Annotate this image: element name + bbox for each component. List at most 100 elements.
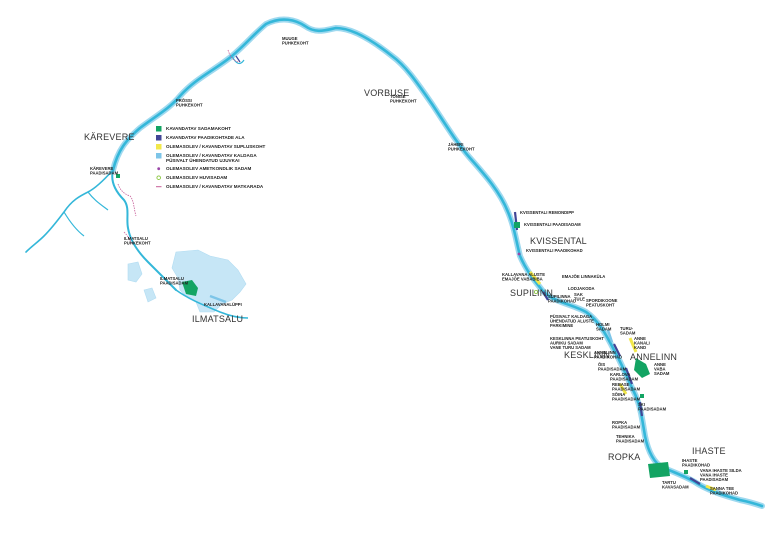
river-upstream-west — [25, 169, 114, 253]
place-label-line: SADAM — [596, 327, 612, 332]
place-label-line: VABA — [654, 367, 666, 372]
place-label-line: ANNE — [634, 336, 646, 341]
ilmatsalu-pond-small-2 — [143, 287, 157, 303]
place-label-kvissentali-rekinoorpp: KVISSENTALI REMONDIPP — [520, 210, 574, 215]
place-label-line: VANE TURU SADAM — [550, 345, 591, 350]
place-label-line: KVISSENTALI PAADISADAM — [524, 222, 581, 227]
place-label-line: MUUGE — [282, 36, 298, 41]
legend-swatch-paadikohtade-ala — [156, 135, 162, 141]
place-label-line: PUHKEKOHT — [448, 147, 475, 152]
place-label-line: PUHKEKOHT — [124, 241, 151, 246]
place-label-line: SADAM — [654, 371, 670, 376]
place-label-line: ÕIS — [598, 362, 605, 367]
legend-swatch-suplus — [156, 144, 162, 150]
dock-ropka — [640, 394, 644, 398]
place-label-kvissentali-paadisadam: KVISSENTALI PAADISADAM — [524, 222, 581, 227]
legend-label-huvisadam: OLEMASOLEV HUVISADAM — [166, 175, 227, 180]
legend-label-kaldaga: OLEMASOLEV / KAVANDATAV KALDAGA — [166, 153, 257, 158]
place-label-line: SKI — [638, 402, 645, 407]
river-upstream — [111, 169, 177, 291]
place-label-line: KÄREVERE — [90, 166, 113, 171]
place-label-line: ÜHENDATUD ALUSTE — [550, 319, 594, 324]
place-label-lodjakoda: LODJAKODA — [568, 286, 595, 291]
place-label-line: KANALI — [634, 341, 650, 346]
place-label-line: JÄHERI — [448, 142, 463, 147]
place-label-line: EMAJÕE VABABIBA — [502, 277, 543, 282]
legend-swatch-ametkondlik — [157, 167, 161, 171]
legend-item-paadikohtade-ala: KAVANDATAV PAADIKOHTADE ALA — [156, 135, 245, 141]
area-labels: KÄREVERE VORBUSE KVISSENTAL SUPILINN ILM… — [84, 88, 726, 462]
dock-ihaste — [684, 470, 688, 474]
area-label-ihaste: IHASTE — [692, 446, 726, 456]
place-label-line: PAADISADAM — [638, 407, 667, 412]
official-harbor-dot — [517, 252, 521, 256]
place-label-line: TULE — [574, 297, 585, 302]
area-label-annelinn: ANNELINN — [630, 352, 677, 362]
place-label-line: PUHKEKOHT — [282, 41, 309, 46]
place-label-line: PUHKEKOHT — [176, 103, 203, 108]
place-label-line: PAADISADAM — [612, 425, 641, 430]
area-label-vorbuse: VORBUSE — [364, 88, 409, 98]
place-label-kallavanaluppi: KALLAVANALÜPPI — [204, 302, 242, 307]
area-label-ilmatsalu: ILMATSALU — [192, 314, 243, 324]
place-label-line: KARLOVA — [610, 372, 630, 377]
dock-kvissental — [514, 222, 520, 228]
place-label-line: PUHKEKOHT — [390, 99, 417, 104]
place-label-line: PAADISADAM — [616, 439, 645, 444]
pier-kesklinn — [606, 329, 614, 343]
legend-swatch-huvisadam — [156, 175, 161, 180]
place-label-line: KVISSENTALI PAADIKOHAD — [526, 248, 583, 253]
place-label-line: LODJAKODA — [568, 286, 595, 291]
harbors — [517, 252, 539, 294]
place-label-line: PAADISADAM — [610, 377, 639, 382]
river-core — [111, 18, 764, 508]
place-label-line: PÜSIVALT KALDAGA — [550, 314, 592, 319]
place-label-line: VANA IHASTE SILDA — [700, 468, 742, 473]
legend-label-paadikohtade-ala: KAVANDATAV PAADIKOHTADE ALA — [166, 135, 245, 140]
legend-label-sadamakoht: KAVANDATAV SADAMAKOHT — [166, 126, 231, 131]
place-label-line: SUPILINNA — [548, 294, 571, 299]
legend-label-matkarada: OLEMASOLEV / KAVANDATAV MATKARADA — [166, 184, 264, 189]
place-label-line: TURU- — [620, 326, 634, 331]
planned-docks — [116, 174, 688, 478]
place-label-line: VANA IHASTE — [700, 473, 728, 478]
route-line — [117, 49, 239, 245]
place-label-line: KESKLINNA PEATUSKOHT — [550, 336, 604, 341]
legend: KAVANDATAV SADAMAKOHT KAVANDATAV PAADIKOH… — [156, 126, 266, 189]
dock-karevere — [116, 174, 120, 178]
place-label-line: PAADIKOHAD — [710, 491, 738, 496]
berth-ropka — [638, 401, 644, 417]
legend-item-sadamakoht: KAVANDATAV SADAMAKOHT — [156, 126, 231, 132]
legend-item-matkarada: OLEMASOLEV / KAVANDATAV MATKARADA — [156, 184, 264, 189]
place-label-emajoe-linnakula: EMAJÕE LINNAKÜLA — [562, 274, 605, 279]
place-label-line: EMAJÕE LINNAKÜLA — [562, 274, 605, 279]
place-label-line: PAADIKOHAD — [682, 463, 710, 468]
place-label-turusadam: TURU-SADAM — [620, 326, 636, 336]
planned-berths — [235, 55, 701, 485]
place-label-line: PEATUSKOHT — [586, 303, 615, 308]
legend-swatch-sadamakoht — [156, 126, 162, 132]
place-label-line: TEHNIKA — [616, 434, 635, 439]
place-label-kvissentali-paadikohad: KVISSENTALI PAADIKOHAD — [526, 248, 583, 253]
place-label-line: PAADISADAM — [160, 281, 189, 286]
place-label-line: SADAM — [620, 331, 636, 336]
swim-spots — [528, 271, 717, 492]
place-label-line: PAADISADAM — [90, 171, 119, 176]
area-label-kesklinn: KESKLINN — [564, 350, 610, 360]
berth-annelinn — [624, 367, 634, 385]
